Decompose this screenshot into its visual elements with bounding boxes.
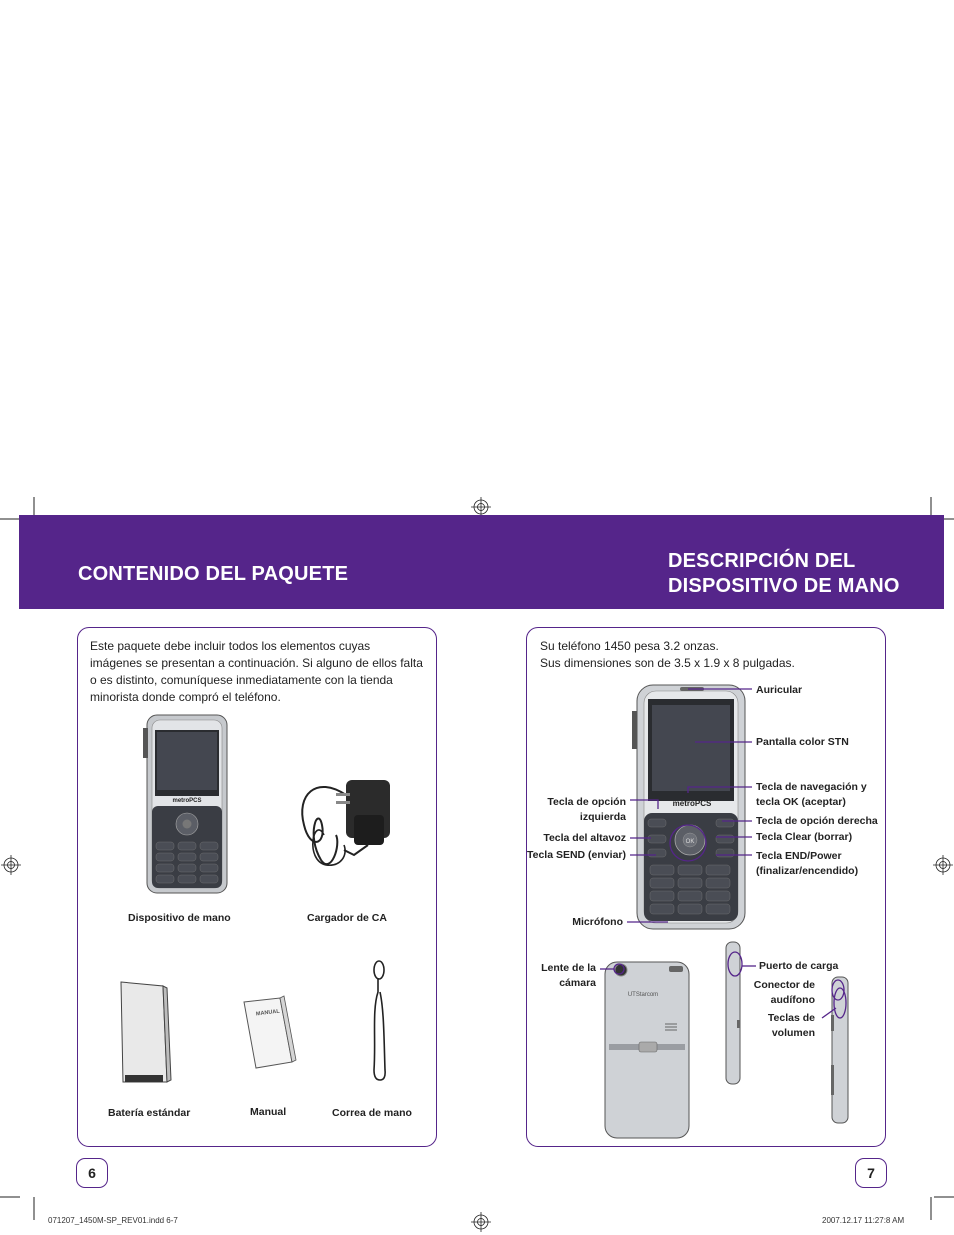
handset-image: metroPCS xyxy=(143,714,228,894)
handset-brand: metroPCS xyxy=(172,798,201,804)
handset-specs: Su teléfono 1450 pesa 3.2 onzas. Sus dim… xyxy=(540,638,795,672)
caption-handset: Dispositivo de mano xyxy=(128,912,231,924)
registration-mark-left xyxy=(1,855,21,875)
label-volume: Teclas de volumen xyxy=(767,1012,815,1039)
label-clear: Tecla Clear (borrar) xyxy=(756,831,853,843)
label-display: Pantalla color STN xyxy=(756,736,849,748)
handset-front-diagram: metroPCS OK xyxy=(632,684,746,930)
page-number-left: 6 xyxy=(76,1158,108,1188)
registration-mark-right xyxy=(933,855,953,875)
spec-weight: Su teléfono 1450 pesa 3.2 onzas. xyxy=(540,639,719,653)
label-mic: Micrófono xyxy=(572,916,623,928)
handset-side-view-right xyxy=(831,976,849,1124)
caption-battery: Batería estándar xyxy=(108,1107,191,1119)
left-page-title: CONTENIDO DEL PAQUETE xyxy=(78,563,349,585)
handset-side-view-left xyxy=(725,941,741,1085)
registration-mark-bottom xyxy=(471,1212,491,1232)
manual-booklet-image: MANUAL xyxy=(243,995,297,1069)
label-headset: Conector de audífono xyxy=(753,979,815,1006)
label-earpiece: Auricular xyxy=(756,684,803,696)
label-charging-port: Puerto de carga xyxy=(759,960,839,972)
label-right-soft: Tecla de opción derecha xyxy=(756,815,878,827)
registration-mark-top xyxy=(471,497,491,517)
label-nav-ok: Tecla de navegación y tecla OK (aceptar) xyxy=(756,781,867,808)
right-page-title: DESCRIPCIÓN DEL DISPOSITIVO DE MANO xyxy=(668,550,900,597)
ok-key: OK xyxy=(686,839,695,845)
package-intro-text: Este paquete debe incluir todos los elem… xyxy=(90,639,423,704)
battery-image xyxy=(120,981,172,1083)
handset-back-diagram: UTStarcom xyxy=(604,961,690,1139)
page-number-right: 7 xyxy=(855,1158,887,1188)
label-speaker: Tecla del altavoz xyxy=(543,832,626,844)
header-banner xyxy=(19,515,944,609)
footer-timestamp: 2007.12.17 11:27:8 AM xyxy=(822,1216,905,1225)
back-brand: UTStarcom xyxy=(628,992,658,998)
caption-strap: Correa de mano xyxy=(332,1107,412,1119)
ac-charger-image xyxy=(301,780,390,866)
front-brand: metroPCS xyxy=(673,799,712,808)
label-send: Tecla SEND (enviar) xyxy=(526,849,626,861)
manual-cover-text: MANUAL xyxy=(256,1009,281,1018)
label-left-soft: Tecla de opción izquierda xyxy=(547,796,626,823)
footer-filename: 071207_1450M-SP_REV01.indd 6-7 xyxy=(48,1216,178,1225)
caption-charger: Cargador de CA xyxy=(307,912,387,924)
caption-manual: Manual xyxy=(250,1106,287,1118)
label-camera: Lente de la cámara xyxy=(541,962,596,989)
hand-strap-image xyxy=(373,960,386,1081)
spec-dimensions: Sus dimensiones son de 3.5 x 1.9 x 8 pul… xyxy=(540,656,795,670)
label-end-power: Tecla END/Power (finalizar/encendido) xyxy=(756,850,859,877)
